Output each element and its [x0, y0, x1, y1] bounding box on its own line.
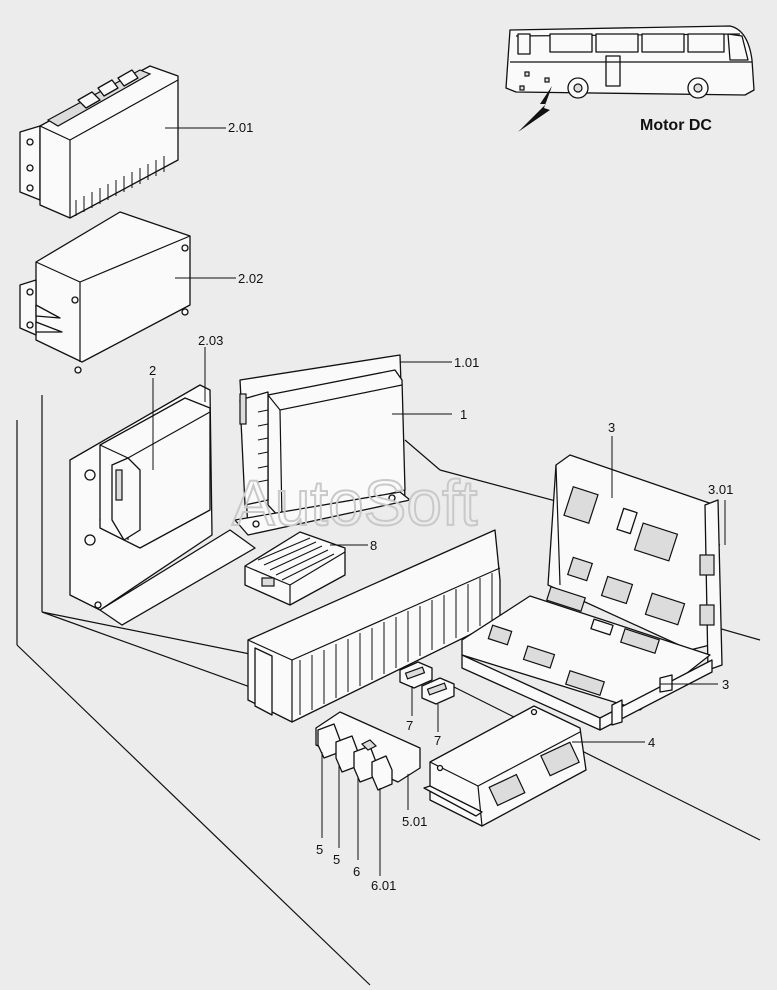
label-7-a: 7 [406, 718, 413, 733]
part-5-6-relay-block [315, 711, 421, 876]
label-2-02: 2.02 [238, 271, 263, 286]
part-2-module-plate [69, 347, 256, 626]
label-5-a: 5 [316, 842, 323, 857]
part-4-controller-box [423, 705, 645, 827]
location-arrow-icon [518, 86, 552, 132]
part-7-connectors [399, 661, 455, 732]
label-1: 1 [460, 407, 467, 422]
label-8: 8 [370, 538, 377, 553]
part-8-module [244, 531, 368, 606]
label-2-01: 2.01 [228, 120, 253, 135]
label-5-01: 5.01 [402, 814, 427, 829]
label-5-b: 5 [333, 852, 340, 867]
watermark: AutoSoft [232, 467, 478, 539]
label-3-bottom: 3 [722, 677, 729, 692]
part-3-relay-board-upper [547, 436, 726, 671]
label-6-01: 6.01 [371, 878, 396, 893]
label-2-03: 2.03 [198, 333, 223, 348]
part-3-relay-tray-lower [461, 586, 718, 731]
part-2-01-control-unit [19, 65, 226, 219]
label-6: 6 [353, 864, 360, 879]
label-2: 2 [149, 363, 156, 378]
diagram-title: Motor DC [640, 117, 712, 134]
bus-silhouette-icon [505, 25, 755, 99]
part-2-02-bracket [19, 211, 236, 374]
label-3-01: 3.01 [708, 482, 733, 497]
label-4: 4 [648, 735, 655, 750]
label-1-01: 1.01 [454, 355, 479, 370]
label-3-top: 3 [608, 420, 615, 435]
part-1-main-unit [234, 354, 452, 536]
label-7-b: 7 [434, 733, 441, 748]
